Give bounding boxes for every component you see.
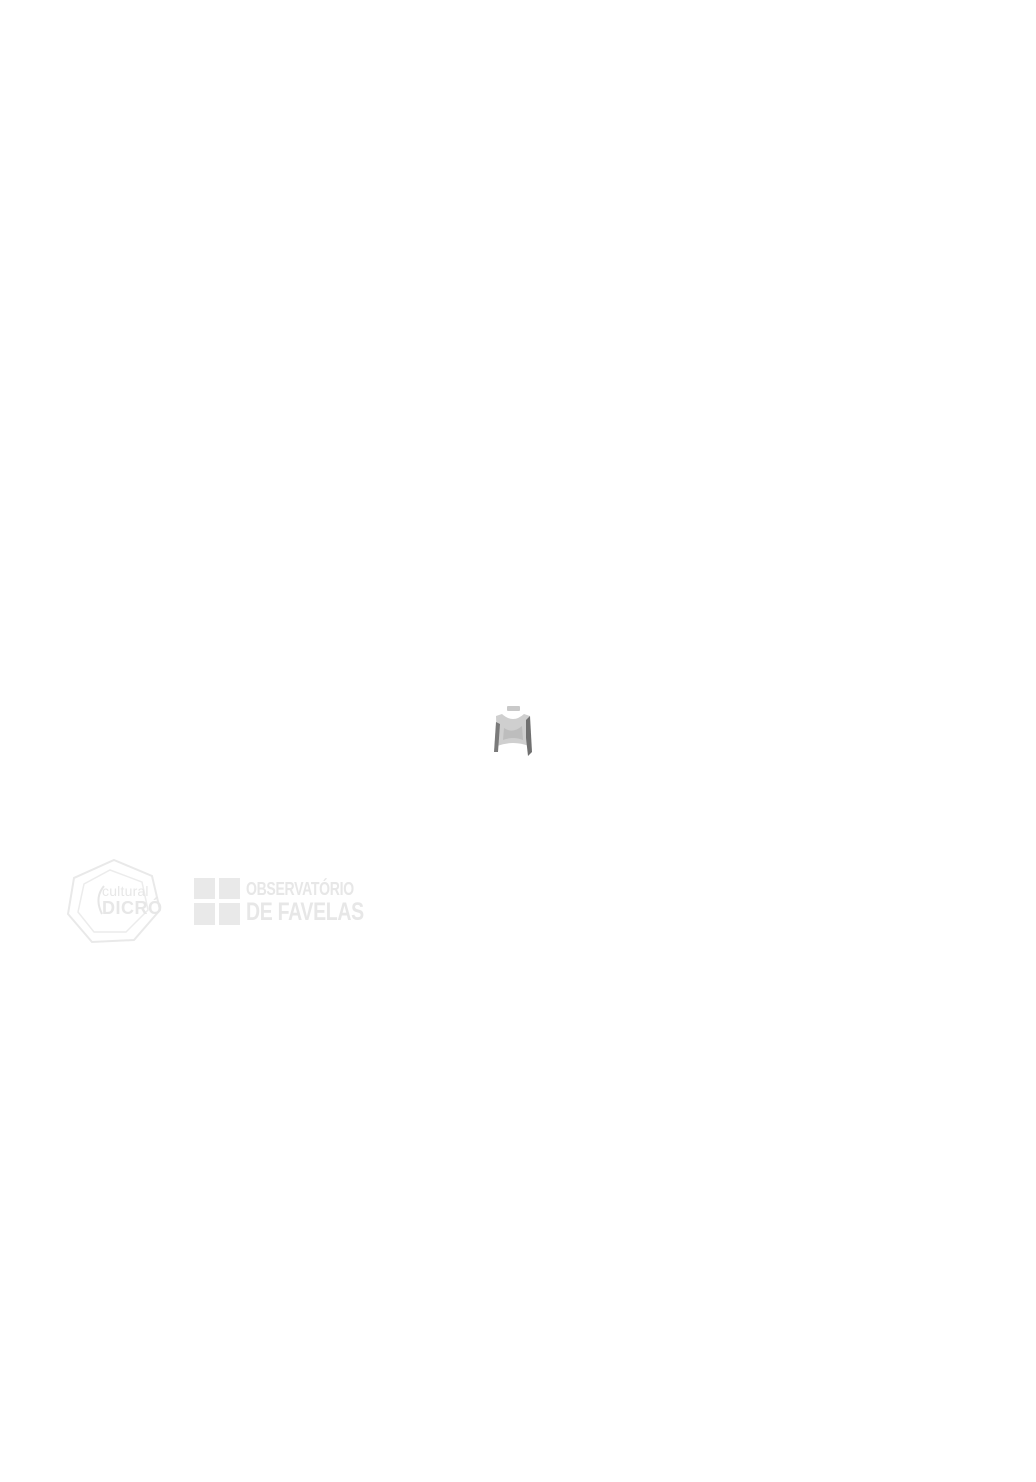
dicro-logo-line1: cultural [102,883,149,899]
centro-cultural-dicro-logo: cultural DICRÓ [64,858,164,944]
loading-mascot-icon [490,704,536,758]
observatorio-de-favelas-logo: OBSERVATÓRIO DE FAVELAS [194,878,364,926]
dicro-logo-line2: DICRÓ [102,898,163,918]
observatorio-logo-line2: DE FAVELAS [246,898,364,926]
partner-logos: cultural DICRÓ OBSERVATÓRIO DE FAVELAS [64,858,364,946]
observatorio-mark-icon [194,878,240,925]
observatorio-logo-line1: OBSERVATÓRIO [246,879,354,899]
